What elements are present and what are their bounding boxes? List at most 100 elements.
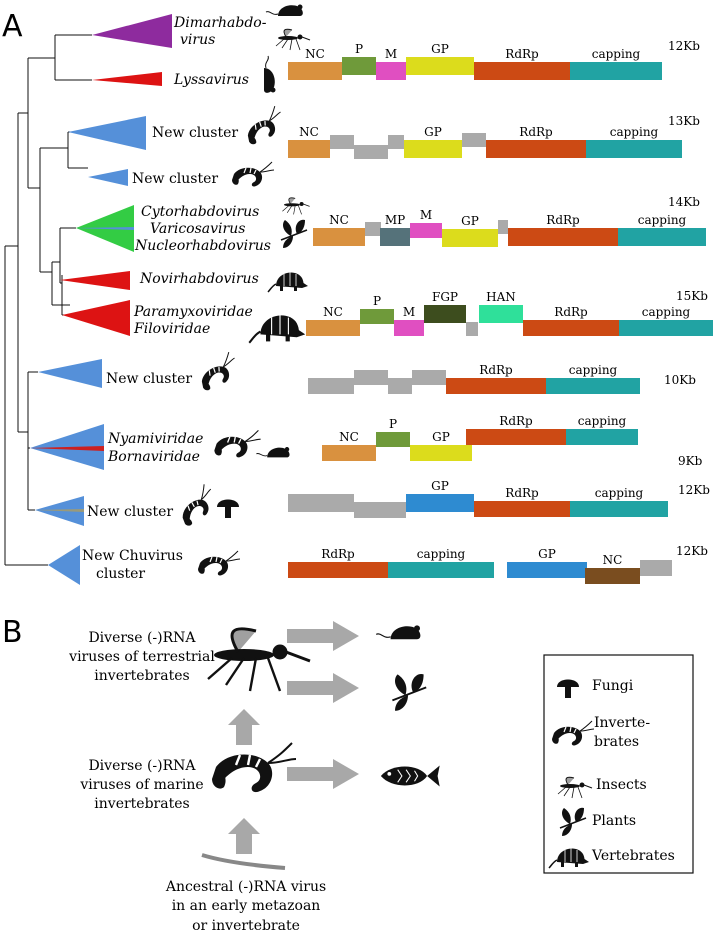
gene-rdrp-box: [466, 429, 566, 445]
genome-size-label: 12Kb: [668, 39, 700, 53]
gene-rdrp-box: [474, 501, 570, 517]
panel-b-letter: B: [2, 615, 23, 650]
gene-rdrp-box: [446, 378, 546, 394]
gene-unknown-box: [330, 135, 354, 149]
arrow-right-icon: [287, 759, 359, 789]
genome-size-label: 14Kb: [668, 195, 700, 209]
gene-rdrp-box: [523, 320, 619, 336]
gene-m-box: [394, 320, 424, 336]
clade-plant-rhabdo-stripe: [76, 227, 134, 230]
arrow-right-icon: [287, 673, 359, 703]
gene-unknown-box: [640, 560, 672, 576]
clade-label-dimarhabdovirus: Dimarhabdo-virus: [173, 15, 267, 48]
gene-capping-box: [618, 228, 706, 246]
worm-icon: [201, 853, 286, 870]
gene-label: FGP: [432, 290, 458, 304]
shrimp-icon: [193, 350, 244, 395]
gene-unknown-box: [466, 322, 478, 336]
gene-p-box: [342, 57, 376, 75]
rat-icon: [265, 4, 304, 17]
genome-size-label: 10Kb: [664, 373, 696, 387]
gene-label: GP: [424, 125, 442, 139]
shrimp-icon: [213, 429, 262, 459]
gene-unknown-box: [354, 145, 388, 159]
gene-han-box: [479, 305, 523, 323]
gene-label: NC: [323, 305, 343, 319]
phylogenetic-tree: [4, 34, 92, 566]
gene-unknown-box: [412, 370, 446, 385]
gene-gp-box: [404, 140, 462, 158]
arrow-up-icon: [228, 709, 260, 745]
gene-rdrp-box: [474, 62, 570, 80]
gene-rdrp-box: [486, 140, 586, 158]
genome-size-label: 13Kb: [668, 114, 700, 128]
gene-gp-box: [507, 562, 587, 578]
legend-label-invertebrates: Inverte-brates: [594, 715, 650, 750]
gene-label: RdRp: [505, 486, 539, 500]
gene-label: NC: [305, 47, 325, 61]
gene-label: M: [385, 47, 397, 61]
clade-label-new-cluster-2: New cluster: [132, 171, 218, 187]
gene-unknown-box: [365, 222, 381, 236]
gene-label: GP: [432, 430, 450, 444]
gene-label: NC: [603, 553, 623, 567]
legend: Fungi Inverte-brates Insects Plants Vert…: [543, 654, 694, 874]
gene-gp-box: [410, 445, 472, 461]
rat-icon: [375, 624, 421, 640]
gene-nc-box: [288, 62, 342, 80]
gene-unknown-box: [308, 378, 354, 394]
gene-label: capping: [595, 486, 644, 500]
clade-nyami-stripe: [30, 446, 104, 451]
rat-icon: [255, 446, 290, 458]
shrimp-icon: [197, 550, 241, 577]
armadillo-icon: [267, 271, 309, 293]
gene-label: capping: [638, 213, 687, 227]
shrimp-icon: [231, 161, 275, 188]
leaf-icon: [391, 673, 428, 712]
clade-chuvirus-triangle: [48, 545, 80, 585]
gene-label: NC: [339, 430, 359, 444]
gene-p-box: [376, 432, 410, 447]
gene-label: RdRp: [505, 47, 539, 61]
armadillo-icon: [248, 313, 307, 344]
clade-new-cluster-4-stripe: [35, 509, 84, 512]
gene-label: P: [373, 294, 381, 308]
gene-label: RdRp: [321, 547, 355, 561]
gene-label: capping: [642, 305, 691, 319]
gene-capping-box: [546, 378, 640, 394]
gene-capping-box: [570, 501, 668, 517]
gene-label: P: [389, 417, 397, 431]
clade-new-cluster-2-triangle: [88, 169, 128, 186]
gene-m-box: [410, 223, 442, 238]
gene-rdrp-box: [508, 228, 618, 246]
gene-gp-box: [442, 229, 498, 247]
gene-label: P: [355, 42, 363, 56]
gene-label: GP: [431, 42, 449, 56]
gene-label: capping: [417, 547, 466, 561]
gene-unknown-box: [498, 220, 508, 234]
gene-capping-box: [619, 320, 713, 336]
gene-label: NC: [329, 213, 349, 227]
gene-unknown-box: [388, 378, 412, 394]
clade-labels: Dimarhabdo-virus Lyssavirus New cluster …: [82, 15, 271, 582]
gene-nc-box: [313, 228, 365, 246]
genome-size-label: 9Kb: [678, 454, 703, 468]
arrow-right-icon: [287, 621, 359, 651]
clade-new-cluster-3-triangle: [38, 359, 102, 388]
gene-gp-box: [406, 494, 474, 512]
gene-capping-box: [388, 562, 494, 578]
gene-capping-box: [566, 429, 638, 445]
clade-lyssavirus-triangle: [92, 72, 162, 86]
clade-label-new-cluster-3: New cluster: [106, 371, 192, 387]
gene-label: MP: [385, 213, 405, 227]
